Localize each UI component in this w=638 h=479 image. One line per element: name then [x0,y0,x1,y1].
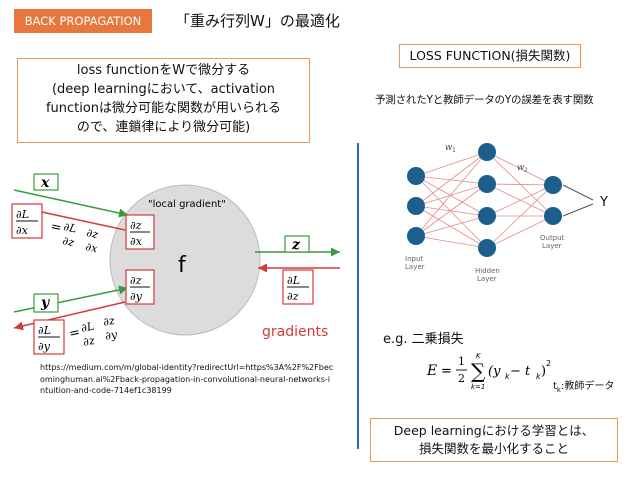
z-label: z [291,237,301,253]
output-pointer-1 [562,184,594,201]
function-label: f [178,253,187,278]
w1-label: w [445,143,453,153]
dLdy-num: ∂L [38,324,51,337]
dzdx-num: ∂z [130,219,142,232]
formula-k2: k [536,372,541,381]
eq-y-dL: ∂L [80,320,95,335]
formula-term: (y [488,364,501,379]
explanation-line-1: loss functionをWで微分する [76,63,251,78]
x-label: x [40,175,50,191]
formula-sum-top: K [476,352,482,360]
eq-y-dy: ∂y [104,328,119,343]
input-layer-label-1: Input [405,255,423,263]
local-gradient-label: "local gradient" [148,199,226,210]
formula-eq: = [441,364,452,379]
example-label: e.g. 二乗損失 [383,332,464,347]
output-layer-label-2: Layer [542,242,562,250]
output-pointer-2 [562,203,594,217]
eq-x-dL: ∂L [62,220,77,235]
eq-x-dz2: ∂z [85,226,99,241]
dzdy-den: ∂y [130,290,143,303]
page-title: 「重み行列W」の最適化 [175,12,340,30]
dLdz-num: ∂L [287,274,300,287]
explanation-box: loss functionをWで微分する (deep learningにおいて、… [17,58,310,143]
explanation-line-4: ので、連鎖律により微分可能) [76,120,251,135]
y-label: y [40,295,50,311]
network-nodes [407,143,562,257]
gradients-label: gradients [262,324,328,340]
network-edges [415,151,554,249]
eq-y-equals: = [68,325,82,342]
formula-sum: ∑ [471,359,486,383]
hidden-layer-label-1: Hidden [475,267,500,275]
dzdy-num: ∂z [130,274,142,287]
formula-sq: 2 [546,359,551,368]
formula-num: 1 [458,355,465,368]
loss-function-title: LOSS FUNCTION(損失関数) [399,44,581,68]
backprop-diagram: x y z ∂L ∂x = ∂L ∂z ∂z ∂x "local gradien… [11,173,340,355]
formula-k1: k [505,372,510,381]
source-url[interactable]: https://medium.com/m/global-identity?red… [40,363,334,395]
tk-sub: k [556,386,561,394]
output-layer-label-1: Output [540,234,565,242]
hidden-layer-label-2: Layer [477,275,497,283]
input-layer-label-2: Layer [405,263,425,271]
y-box [33,293,59,313]
tk-rest: :教師データ [560,381,615,392]
eq-x-dz: ∂z [61,234,75,249]
w2-sub: 2 [524,167,528,174]
dLdx-num: ∂L [16,208,29,221]
formula-sum-bottom: k=1 [471,383,485,391]
dzdx-den: ∂x [130,235,143,248]
output-y-label: Y [600,195,608,210]
x-forward-arrow [13,189,129,218]
eq-y-dz: ∂z [82,334,96,349]
teacher-data-label: tk:教師データ [553,377,614,394]
dLdx-den: ∂x [16,224,29,237]
w2-label: w [517,163,525,173]
y-backward-arrow [13,301,126,331]
formula-lhs: E [426,363,437,379]
eq-x-dx: ∂x [84,240,99,255]
formula-close: ) [541,364,546,379]
x-box [33,173,59,191]
loss-definition-text: 予測されたYと教師データのYの誤差を表す関数 [375,94,594,106]
formula-minus: − t [510,364,531,379]
formula-den: 2 [458,372,465,385]
z-box [284,235,310,253]
eq-x-equals: = [49,219,63,236]
explanation-line-3: functionは微分可能な関数が用いられる [45,101,282,116]
conclusion-line-2: 損失関数を最小化すること [418,441,569,456]
neural-network-diagram: w 1 w 2 Input Layer Hidden Layer Output … [405,143,594,283]
dLdz-den: ∂z [287,290,299,303]
w1-sub: 1 [452,147,456,154]
tk-t: t [553,381,557,392]
squared-loss-formula: E = 1 2 K ∑ k=1 (y k − t k ) 2 [426,352,551,391]
section-tag: BACK PROPAGATION [14,9,152,33]
eq-y-dz2: ∂z [102,314,116,329]
vertical-divider [357,143,359,449]
explanation-line-2: (deep learningにおいて、activation [51,82,276,97]
conclusion-box: Deep learningにおける学習とは、 損失関数を最小化すること [370,418,618,462]
conclusion-line-1: Deep learningにおける学習とは、 [393,423,595,438]
dLdy-den: ∂y [38,340,51,353]
y-forward-arrow [13,285,129,313]
